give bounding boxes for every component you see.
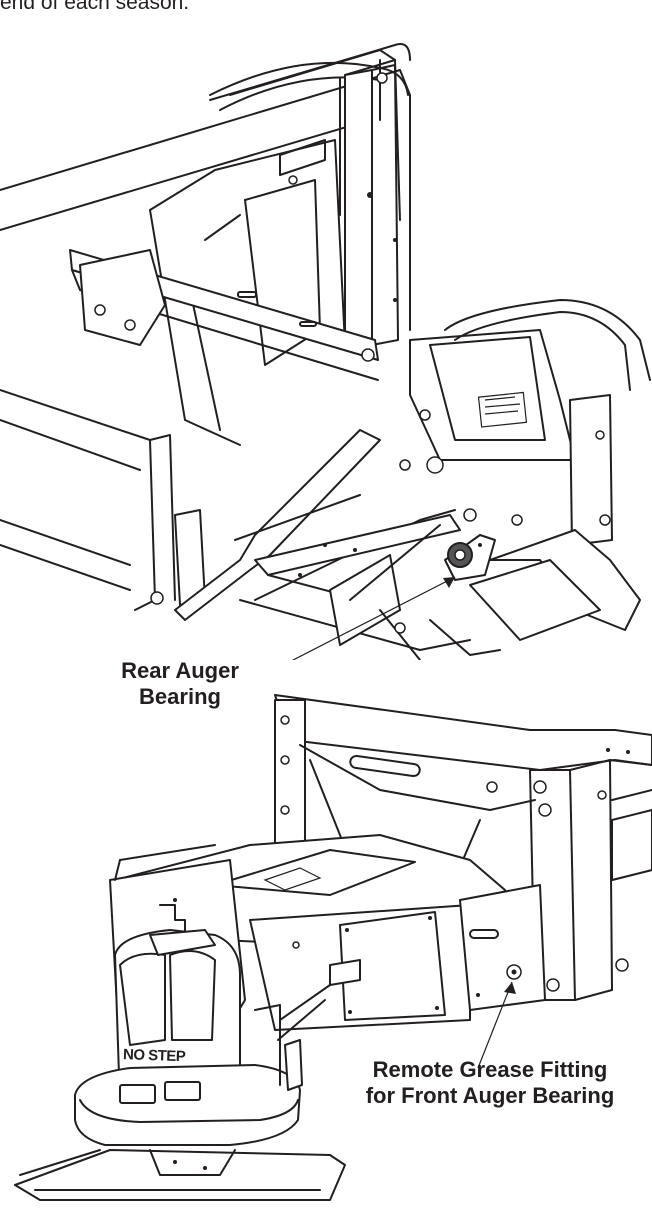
no-step-decal: NO STEP [122, 1046, 186, 1066]
rear-bearing-leader-line [291, 576, 456, 660]
rear-auger-illustration [0, 43, 651, 660]
header-text: end of each season. [0, 0, 190, 14]
grease-fitting-leader-line [477, 981, 513, 1069]
front-callout-line1: Remote Grease Fitting [372, 1057, 608, 1082]
rear-auger-bearing-callout: Rear Auger Bearing [100, 658, 260, 710]
rear-callout-line2: Bearing [139, 684, 221, 709]
rear-auger-bearing-icon [444, 534, 496, 581]
rear-callout-line1: Rear Auger [121, 658, 239, 683]
front-callout-line2: for Front Auger Bearing [365, 1083, 615, 1108]
remote-grease-fitting-callout: Remote Grease Fitting for Front Auger Be… [330, 1057, 650, 1109]
remote-grease-fitting-icon [506, 964, 522, 980]
